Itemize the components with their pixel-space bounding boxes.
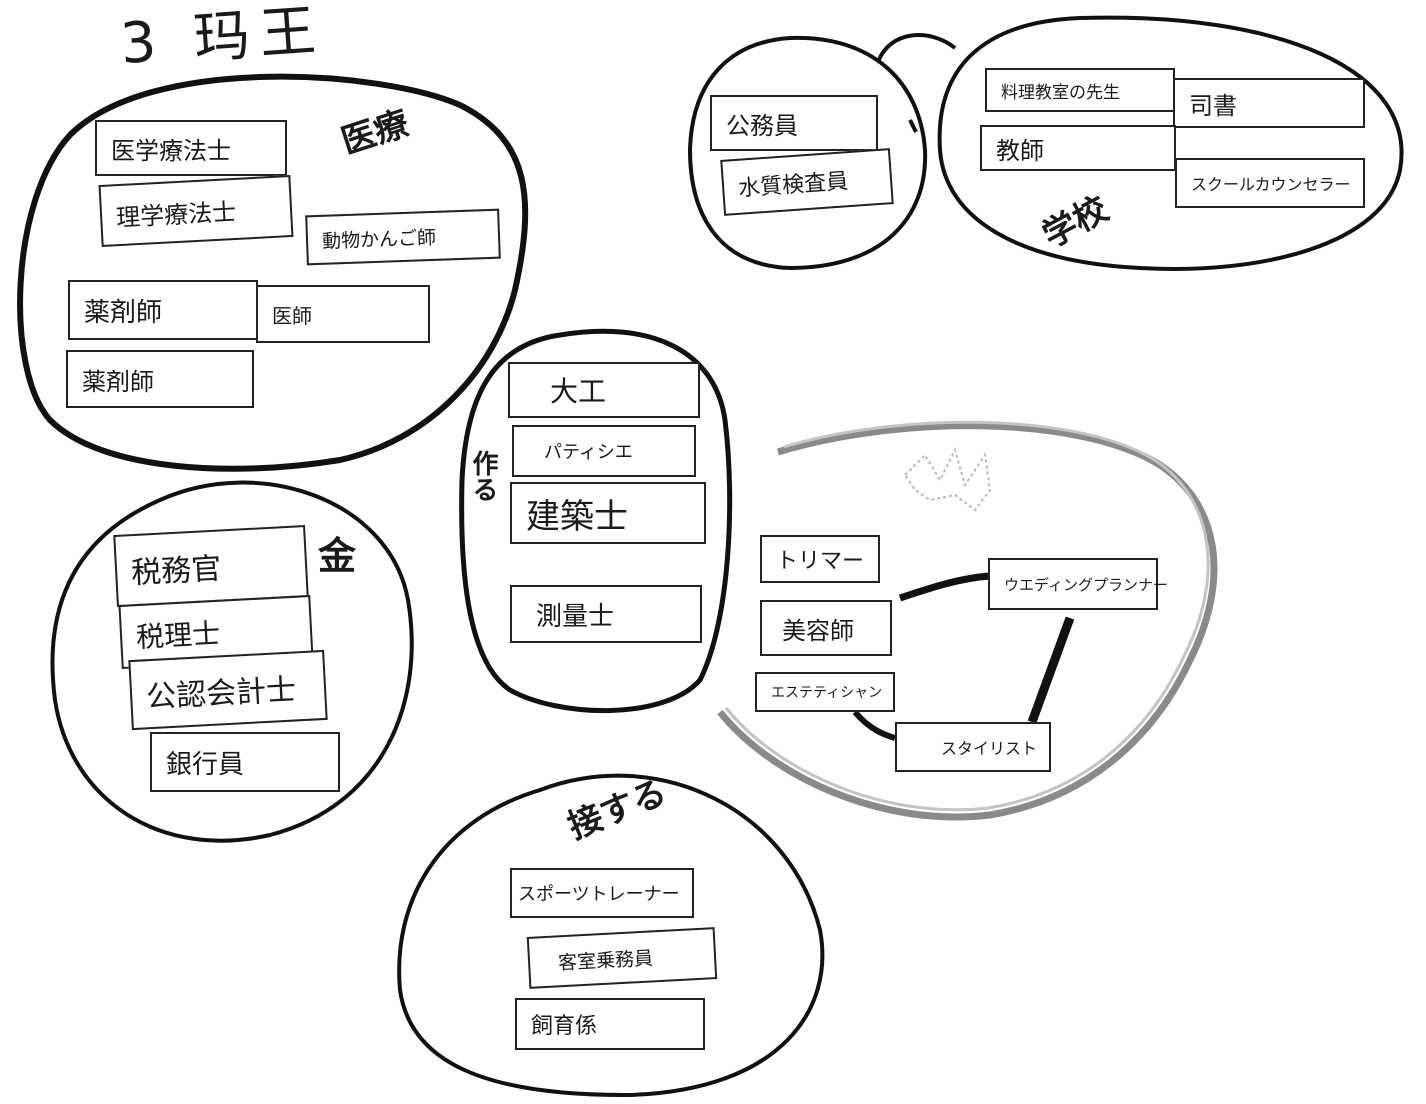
- medical-group-outline: [17, 73, 529, 472]
- card-wedding-planner: ウエディングプランナー: [988, 558, 1168, 610]
- card-esthetician: エステティシャン: [755, 672, 895, 712]
- make-group-label: 作る: [468, 450, 498, 502]
- card-cooking-teacher: 料理教室の先生: [985, 68, 1175, 112]
- office-school-tick: [908, 119, 918, 133]
- card-physical-therapist: 理学療法士: [98, 175, 294, 247]
- wedding-stylist-link: [1027, 616, 1075, 724]
- money-group-outline: [50, 480, 414, 843]
- card-pharmacist-1: 薬剤師: [68, 280, 258, 340]
- card-zookeeper: 飼育係: [515, 998, 705, 1050]
- office-school-connector: [876, 33, 957, 63]
- care-group-outline: [397, 773, 825, 1098]
- card-librarian: 司書: [1173, 78, 1365, 128]
- card-trimmer: トリマー: [760, 535, 880, 583]
- card-sports-trainer: スポーツトレーナー: [510, 868, 694, 918]
- office-group-outline: [687, 35, 928, 271]
- card-pharmacist-2: 薬剤師: [66, 350, 254, 408]
- school-group-outline: [937, 15, 1404, 271]
- scribble-smudge: [903, 447, 992, 512]
- card-bank-clerk: 銀行員: [150, 732, 340, 792]
- card-surveyor: 測量士: [510, 585, 702, 643]
- card-school-counselor: スクールカウンセラー: [1175, 158, 1365, 208]
- card-patissier: パティシエ: [512, 425, 696, 477]
- card-carpenter: 大工: [508, 362, 700, 418]
- make-group-outline: [459, 328, 733, 714]
- card-cpa: 公認会計士: [128, 649, 328, 731]
- card-teacher: 教師: [980, 125, 1176, 171]
- card-stylist: スタイリスト: [895, 722, 1051, 772]
- card-water-inspector: 水質検査員: [720, 148, 894, 216]
- card-civil-servant: 公務員: [710, 95, 878, 151]
- card-vet-nurse: 動物かんご師: [305, 208, 501, 266]
- card-flight-attendant: 客室乗務員: [526, 927, 718, 989]
- money-group-label: 金: [318, 533, 357, 578]
- card-medical-technologist: 医学療法士: [95, 120, 287, 176]
- card-tax-officer: 税務官: [113, 525, 309, 607]
- card-architect: 建築士: [510, 482, 706, 544]
- trimmer-wedding-link: [898, 572, 991, 602]
- beauty-group-outline: [717, 422, 1218, 821]
- beauty-group-outline-inner: [724, 420, 1210, 812]
- esthetician-stylist-link: [852, 710, 896, 741]
- card-doctor: 医師: [256, 285, 430, 343]
- card-beautician: 美容師: [760, 600, 892, 656]
